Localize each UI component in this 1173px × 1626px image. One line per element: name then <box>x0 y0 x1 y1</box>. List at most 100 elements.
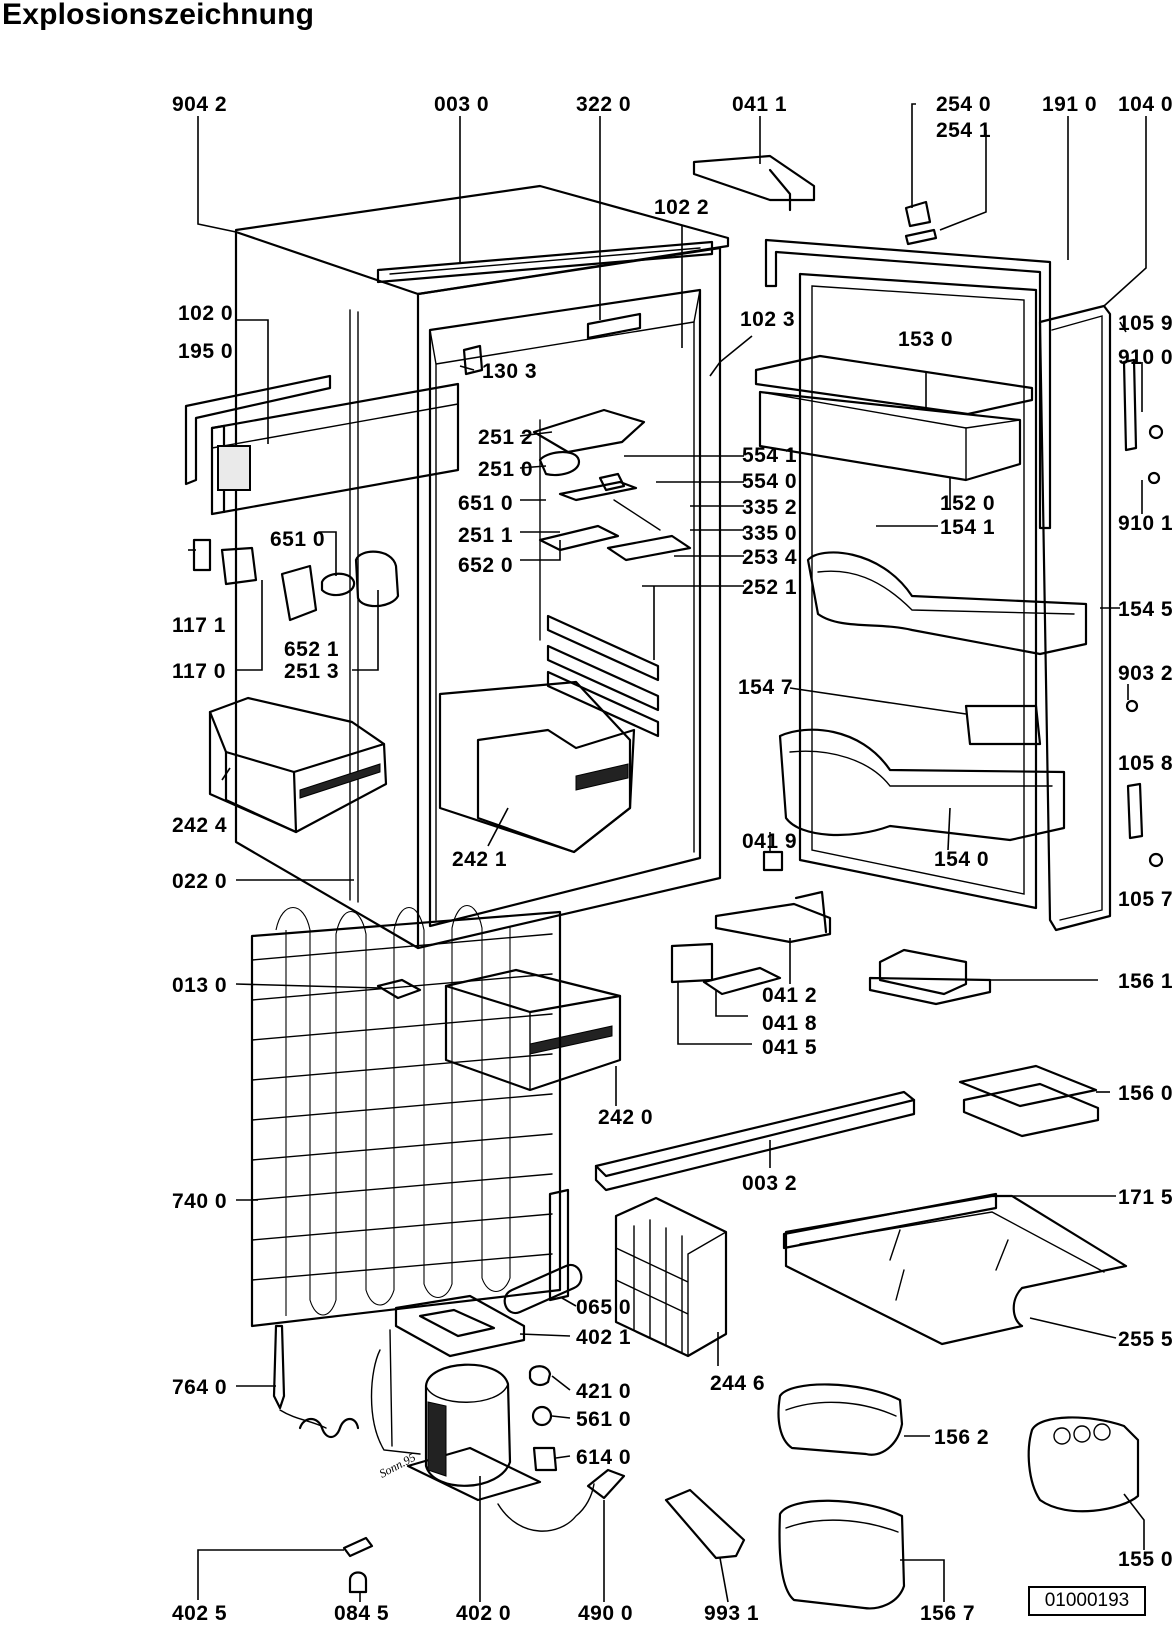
page-title: Explosionszeichnung <box>2 0 315 31</box>
power-cord <box>497 1468 626 1532</box>
part-label: 154 7 <box>738 676 793 699</box>
part-label: 195 0 <box>178 340 233 363</box>
vegetable-crisper-242-1 <box>438 680 636 854</box>
part-label: 105 8 <box>1118 752 1173 775</box>
part-label: 335 0 <box>742 522 797 545</box>
wire-shelf <box>614 1196 728 1358</box>
part-label: 251 2 <box>478 426 533 449</box>
part-label: 251 0 <box>478 458 533 481</box>
ice-tray <box>958 1064 1100 1138</box>
part-label: 104 0 <box>1118 93 1173 116</box>
door-rail <box>594 1090 916 1192</box>
part-label: 251 3 <box>284 660 339 683</box>
part-label: 561 0 <box>576 1408 631 1431</box>
part-label: 153 0 <box>898 328 953 351</box>
part-label: 242 4 <box>172 814 227 837</box>
part-label: 242 1 <box>452 848 507 871</box>
door-bin-156-2 <box>777 1383 904 1456</box>
part-label: 105 7 <box>1118 888 1173 911</box>
hinges <box>670 154 832 996</box>
part-label: 554 1 <box>742 444 797 467</box>
document-number: 01000193 <box>1028 1586 1146 1616</box>
leader-lines <box>188 103 1147 1603</box>
filter-drier <box>503 1263 583 1315</box>
part-label: 117 0 <box>172 660 226 683</box>
condenser-coil <box>250 905 570 1328</box>
part-label: 084 5 <box>334 1602 389 1625</box>
butter-dish <box>868 948 992 1006</box>
part-label: 022 0 <box>172 870 227 893</box>
part-label: 764 0 <box>172 1376 227 1399</box>
part-label: 156 1 <box>1118 970 1173 993</box>
part-label: 255 5 <box>1118 1328 1173 1351</box>
part-label: 102 3 <box>740 308 795 331</box>
part-label: 614 0 <box>576 1446 631 1469</box>
part-label: 102 2 <box>654 196 709 219</box>
part-label: 490 0 <box>578 1602 633 1625</box>
part-label: 041 1 <box>732 93 787 116</box>
part-label: 254 1 <box>936 119 991 142</box>
part-label: 154 0 <box>934 848 989 871</box>
part-label: 041 9 <box>742 830 797 853</box>
door-shelf-upper <box>754 354 1034 482</box>
compressor-electrics <box>528 1365 558 1472</box>
part-label: 254 0 <box>936 93 991 116</box>
ice-scraper <box>664 1488 746 1560</box>
part-label: 156 0 <box>1118 1082 1173 1105</box>
part-label: 421 0 <box>576 1380 631 1403</box>
egg-tray <box>1027 1416 1140 1513</box>
part-label: 171 5 <box>1118 1186 1173 1209</box>
glass-shelf <box>782 1192 1128 1346</box>
part-labels: 904 2 003 0 322 0 041 1 254 0 254 1 191 … <box>172 93 1173 1625</box>
door-bin-154-5 <box>806 551 1088 656</box>
part-label: 244 6 <box>710 1372 765 1395</box>
handle-parts <box>904 200 938 246</box>
part-label: 554 0 <box>742 470 797 493</box>
part-label: 003 2 <box>742 1172 797 1195</box>
part-label: 253 4 <box>742 546 797 569</box>
part-label: 651 0 <box>270 528 325 551</box>
door-bin-156-7 <box>778 1499 906 1610</box>
part-label: 402 1 <box>576 1326 631 1349</box>
part-label: 251 1 <box>458 524 513 547</box>
part-label: 013 0 <box>172 974 227 997</box>
part-label: 130 3 <box>482 360 537 383</box>
part-label: 156 2 <box>934 1426 989 1449</box>
part-label: 041 8 <box>762 1012 817 1035</box>
vegetable-crisper-242-0 <box>444 968 622 1092</box>
part-label: 652 0 <box>458 554 513 577</box>
shelf-rails <box>539 419 660 738</box>
part-label: 003 0 <box>434 93 489 116</box>
part-label: 065 0 <box>576 1296 631 1319</box>
part-label: 117 1 <box>172 614 226 637</box>
part-label: 402 5 <box>172 1602 227 1625</box>
control-panel <box>184 374 460 516</box>
freezer-box-242-4 <box>208 696 388 834</box>
part-label: 191 0 <box>1042 93 1097 116</box>
part-label: 904 2 <box>172 93 227 116</box>
part-label: 252 1 <box>742 576 797 599</box>
part-label: 242 0 <box>598 1106 653 1129</box>
part-label: 041 2 <box>762 984 817 1007</box>
part-label: 041 5 <box>762 1036 817 1059</box>
part-label: 322 0 <box>576 93 631 116</box>
part-label: 335 2 <box>742 496 797 519</box>
door-inner-liner <box>764 238 1052 910</box>
part-label: 993 1 <box>704 1602 759 1625</box>
thermostat-assembly <box>192 538 400 622</box>
part-label: 156 7 <box>920 1602 975 1625</box>
part-label: 102 0 <box>178 302 233 325</box>
capillary-tube <box>272 1324 360 1439</box>
part-label: 910 0 <box>1118 346 1173 369</box>
clip-013 <box>376 978 422 1000</box>
signature-mark: Sonn.95 <box>377 1450 418 1481</box>
part-label: 903 2 <box>1118 662 1173 685</box>
part-label: 740 0 <box>172 1190 227 1213</box>
part-label: 154 5 <box>1118 598 1173 621</box>
part-label: 910 1 <box>1118 512 1173 535</box>
part-label: 154 1 <box>940 516 995 539</box>
door-bin-154-0 <box>778 704 1066 842</box>
part-label: 155 0 <box>1118 1548 1173 1571</box>
mounting-hardware <box>342 1536 374 1594</box>
